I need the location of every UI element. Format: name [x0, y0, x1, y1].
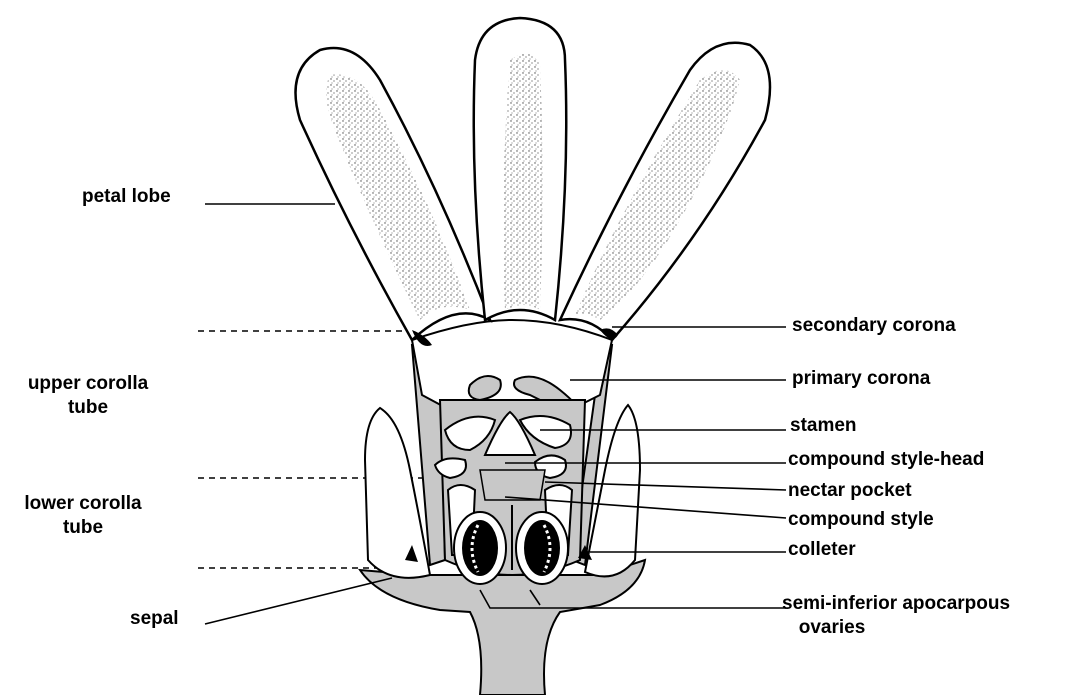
- label-compound-style-head: compound style-head: [788, 448, 984, 472]
- label-colleter: colleter: [788, 538, 856, 562]
- label-compound-style: compound style: [788, 508, 934, 532]
- ovary-right-locule: [524, 520, 560, 576]
- label-secondary-corona: secondary corona: [792, 314, 956, 338]
- label-sepal: sepal: [130, 607, 179, 631]
- leader-sepal: [205, 578, 392, 624]
- label-ovaries: semi-inferior apocarpous ovaries: [782, 592, 1010, 640]
- label-ovaries-line2: ovaries: [782, 616, 882, 640]
- label-ovaries-line1: semi-inferior apocarpous: [782, 592, 1010, 616]
- label-nectar-pocket: nectar pocket: [788, 479, 912, 503]
- label-lower-corolla-tube-line2: tube: [8, 516, 158, 540]
- label-upper-corolla-tube-line2: tube: [8, 396, 168, 420]
- label-upper-corolla-tube-line1: upper corolla: [8, 372, 168, 396]
- label-lower-corolla-tube-line1: lower corolla: [8, 492, 158, 516]
- label-upper-corolla-tube: upper corolla tube: [8, 372, 168, 420]
- corolla-tube-interior: [412, 320, 612, 410]
- label-lower-corolla-tube: lower corolla tube: [8, 492, 158, 540]
- label-primary-corona: primary corona: [792, 367, 930, 391]
- stem: [360, 560, 645, 695]
- center-petal-lobe-stipple: [503, 54, 542, 310]
- ovary-left-locule: [462, 520, 498, 576]
- label-petal-lobe: petal lobe: [82, 185, 171, 209]
- compound-style: [480, 470, 545, 500]
- label-stamen: stamen: [790, 414, 857, 438]
